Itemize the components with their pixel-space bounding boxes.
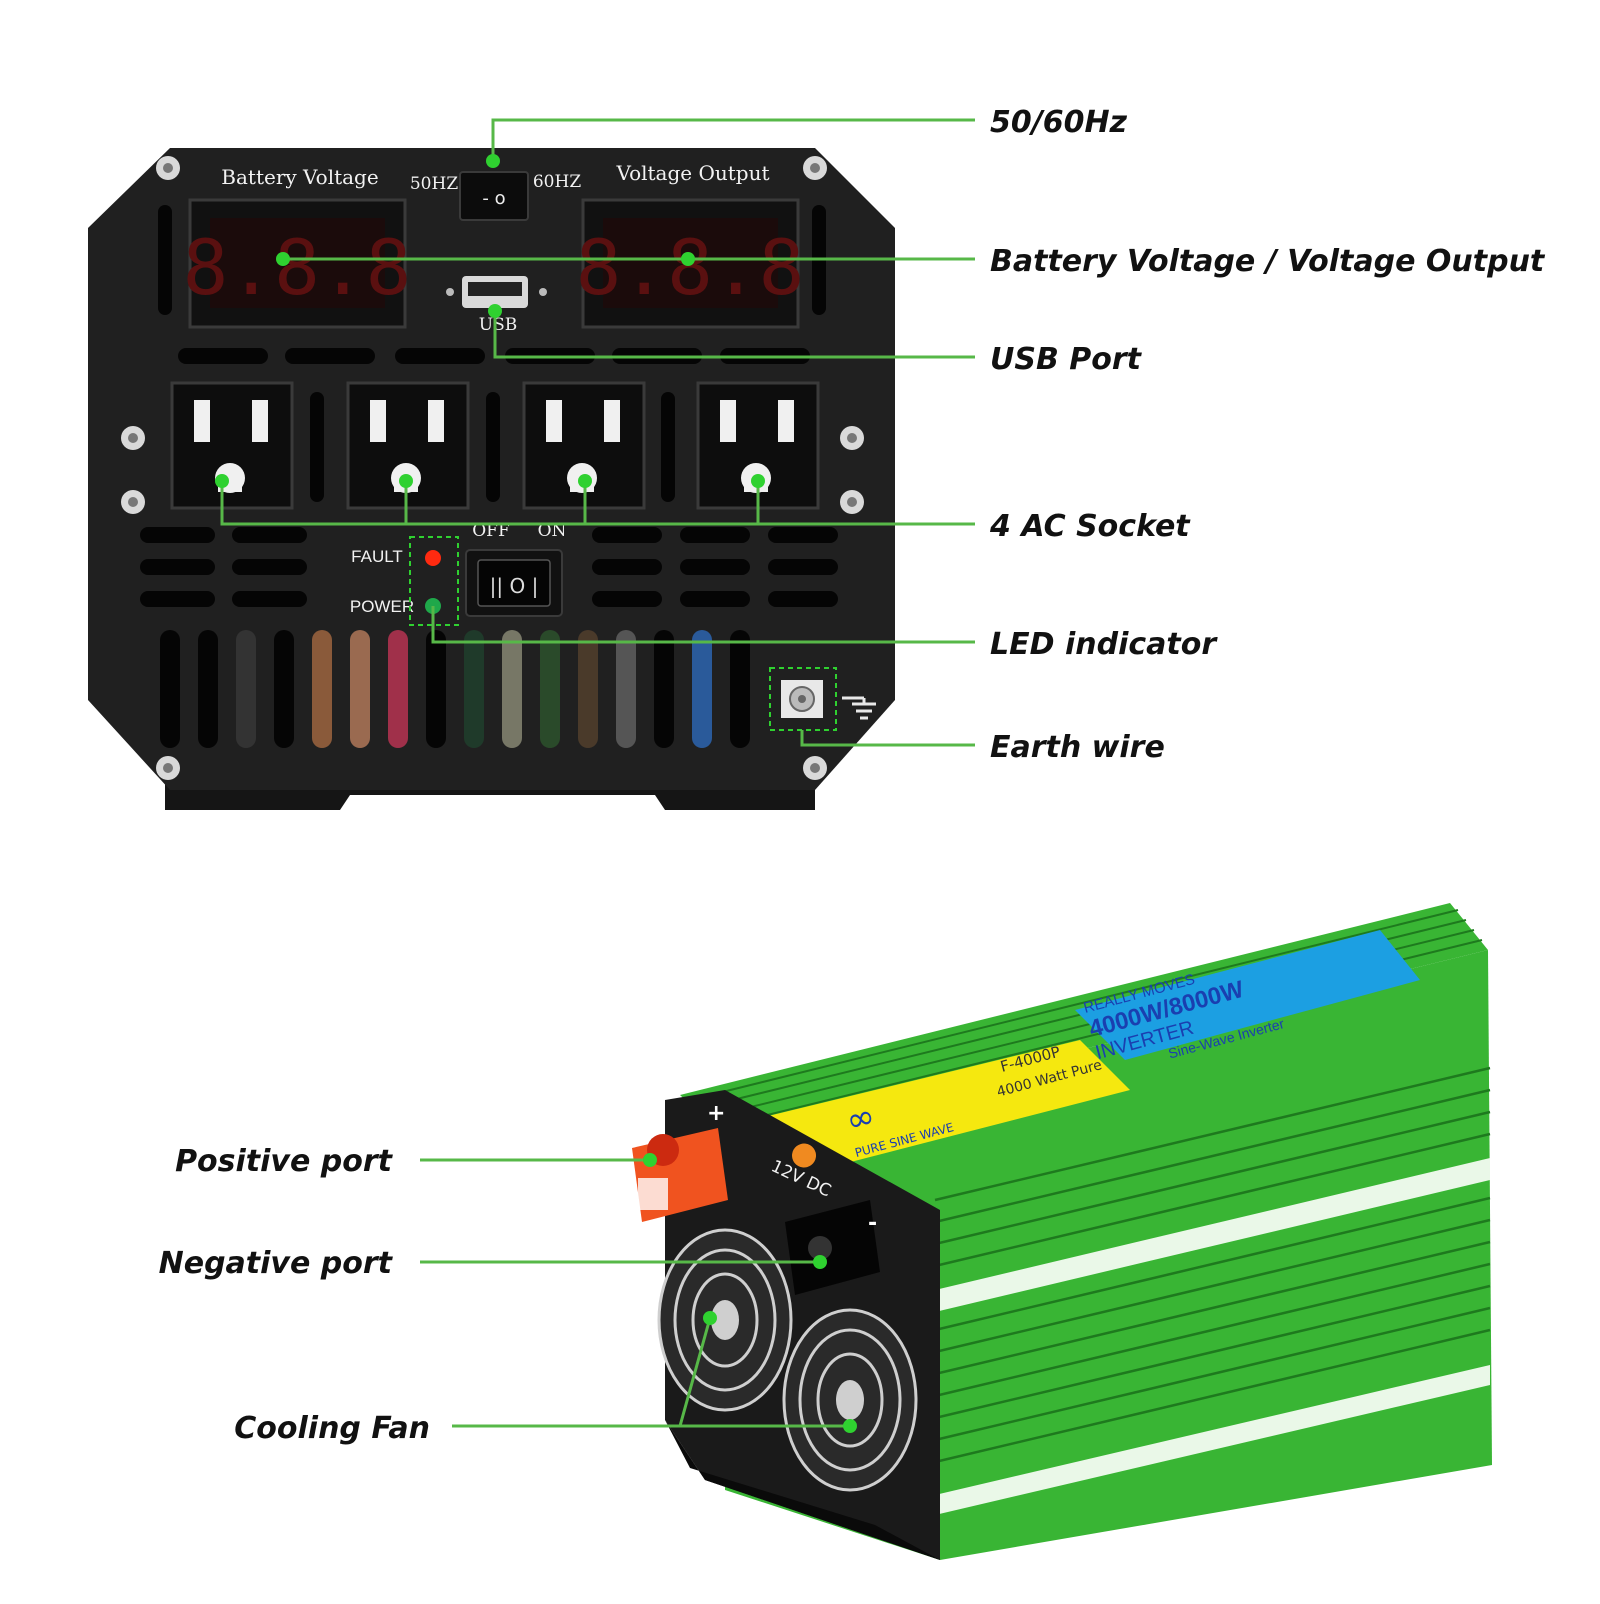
switch-on-label: ON [538,521,567,541]
callout-usb: USB Port [990,342,1143,377]
leader-dot [488,304,502,318]
leader-usb [493,311,975,359]
battery-voltage-label: Battery Voltage [221,165,378,189]
leader-dot [643,1153,657,1167]
power-label: POWER [350,597,414,616]
power-switch-glyph: || O | [490,574,539,598]
usb-port[interactable]: USB [446,276,547,335]
leader-dot [703,1311,717,1325]
callout-displays: Battery Voltage / Voltage Output [990,244,1546,279]
leader-dot [681,252,695,266]
leader-ac [220,481,758,526]
led-highlight-box [409,536,459,626]
side-highlight [935,1365,1490,1515]
cooling-fan [657,1228,793,1412]
front-panel: Battery Voltage Voltage Output 50HZ 60HZ… [88,148,895,810]
plus-label: + [707,1101,725,1126]
ground-icon [842,696,876,720]
inverter-base [665,1420,940,1560]
screw-icon [840,426,864,450]
inverter-body: + - 12V DC REALLY MOVES 4000W/8000W INVE… [632,903,1492,1560]
label-yellow-band [752,1040,1130,1175]
side-fins [934,1066,1491,1464]
leader-earth [800,730,975,747]
callout-earth: Earth wire [990,730,1165,765]
leader-dot [276,252,290,266]
hz-left-label: 50HZ [410,174,458,194]
positive-terminal[interactable] [632,1128,728,1222]
callout-ac: 4 AC Socket [989,509,1191,544]
usb-label: USB [479,315,517,335]
hz-switch[interactable]: - o [459,171,529,221]
brand-badge-icon [792,1143,817,1168]
leader-dots [215,154,857,1433]
ac-socket[interactable] [170,381,294,510]
leader-dot [843,1419,857,1433]
vent-rows-lower [140,527,838,607]
callout-positive: Positive port [175,1144,394,1179]
voltage-output-display: 8.8.8 [576,198,805,329]
callout-hz: 50/60Hz [990,105,1128,140]
fault-label: FAULT [351,547,403,566]
vent-row-mid [310,392,675,502]
voltage-output-label: Voltage Output [615,161,769,185]
leader-led [431,606,975,644]
leader-dot [813,1255,827,1269]
minus-label: - [868,1211,877,1236]
ac-socket[interactable] [346,381,470,510]
screw-icon [121,490,145,514]
leader-hz [491,118,975,161]
battery-voltage-display: 8.8.8 [183,198,412,329]
fault-led [425,550,441,566]
leader-dot [399,474,413,488]
callout-led: LED indicator [990,627,1218,662]
battery-display-digits: 8.8.8 [183,223,412,312]
power-switch[interactable]: || O | [465,549,563,617]
switch-off-label: OFF [472,521,510,541]
leader-lines [220,118,975,1428]
screw-icon [156,756,180,780]
callout-fan: Cooling Fan [234,1411,430,1446]
side-highlight [935,1158,1490,1312]
vent-row-bottom [160,630,750,748]
cooling-fan [782,1308,918,1492]
ac-socket[interactable] [522,381,646,510]
negative-terminal[interactable] [785,1200,880,1295]
vent-slot [158,205,172,315]
earth-terminal[interactable] [769,667,837,731]
leader-dot [486,154,500,168]
leader-dot [215,474,229,488]
leader-dot [578,474,592,488]
screw-icon [156,156,180,180]
label-blue-band [1075,930,1420,1060]
hz-right-label: 60HZ [533,172,581,192]
screw-icon [121,426,145,450]
leader-dot [751,474,765,488]
hz-switch-glyph: - o [482,188,505,209]
callout-negative: Negative port [159,1246,394,1281]
screw-icon [803,156,827,180]
screw-icon [840,490,864,514]
screw-icon [803,756,827,780]
output-display-digits: 8.8.8 [576,223,805,312]
